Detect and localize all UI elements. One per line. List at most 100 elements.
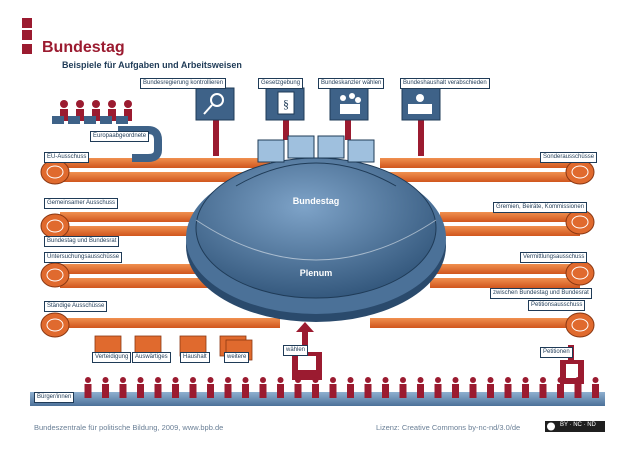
citizen-head: [330, 377, 336, 383]
task-arrows: [213, 118, 424, 156]
citizen-head: [522, 377, 529, 383]
left-committee-icon-rings: [46, 165, 64, 332]
committee-label-special: Sonderausschüsse: [540, 152, 598, 163]
center-label-plenum: Plenum: [299, 268, 333, 278]
citizens-label: Bürger/innen: [34, 392, 75, 403]
citizen-body: [137, 384, 144, 398]
ballot-box-icon: [292, 352, 322, 380]
citizen-head: [242, 377, 249, 383]
decor-square: [22, 18, 32, 28]
citizen-body: [469, 384, 477, 398]
citizen-body: [487, 384, 494, 398]
paragraph-document-icon: §: [277, 91, 295, 115]
citizen-head: [365, 377, 371, 383]
citizen-body: [452, 384, 459, 398]
page-title: Bundestag: [42, 39, 125, 56]
committee-label-joint: Gemeinsamer Ausschuss: [44, 198, 119, 209]
svg-text:§: §: [283, 97, 289, 111]
decor-square: [22, 44, 32, 54]
committee-label-standing: Ständige Ausschüsse: [44, 301, 108, 312]
committee-label-mediation: Vermittlungsausschuss: [520, 252, 588, 263]
citizen-body: [574, 384, 582, 398]
citizen-body: [102, 384, 109, 398]
citizen-body: [119, 384, 127, 398]
standing-budget: Haushalt: [180, 352, 210, 363]
citizen-head: [452, 377, 459, 383]
citizen-body: [277, 384, 284, 398]
citizen-figures: [84, 377, 599, 398]
citizen-arrows: [296, 322, 574, 375]
citizen-body: [399, 384, 407, 398]
europa-label: Europaabgeordnete: [90, 131, 150, 142]
citizen-body: [172, 384, 179, 398]
committee-label-bodies: Gremien, Beiräte, Kommissionen: [493, 202, 588, 213]
citizen-body: [329, 384, 337, 398]
citizen-head: [172, 377, 179, 383]
citizen-body: [207, 384, 214, 398]
committee-label-eu: EU-Ausschuss: [44, 152, 90, 163]
citizen-body: [364, 384, 372, 398]
standing-more: weitere: [224, 352, 250, 363]
citizen-head: [382, 377, 389, 383]
citizen-head: [417, 377, 424, 383]
citizen-head: [575, 377, 581, 383]
footer-credit: Bundeszentrale für politische Bildung, 2…: [34, 423, 224, 432]
citizen-body: [294, 384, 302, 398]
page-subtitle: Beispiele für Aufgaben und Arbeitsweisen: [62, 60, 242, 70]
citizen-body: [347, 384, 354, 398]
citizen-head: [102, 377, 109, 383]
committee-label-petitions: Petitionsausschuss: [528, 300, 586, 311]
citizen-body: [242, 384, 249, 398]
citizen-body: [312, 384, 319, 398]
citizen-head: [225, 377, 231, 383]
citizen-head: [347, 377, 354, 383]
committee-bars: [60, 158, 580, 328]
citizen-body: [259, 384, 267, 398]
cc-license-badge: [545, 421, 605, 432]
money-icon: [408, 94, 432, 114]
committee-label-joint-sub: Bundestag und Bundesrat: [44, 236, 120, 247]
committee-label-inquiry: Untersuchungsausschüsse: [44, 252, 123, 263]
decor-square: [22, 30, 32, 40]
citizen-head: [155, 377, 161, 383]
task-label-legislation: Gesetzgebung: [258, 78, 304, 89]
task-label-elect-chancellor: Bundeskanzler wählen: [318, 78, 385, 89]
citizen-head: [137, 377, 144, 383]
citizen-head: [85, 377, 91, 383]
action-petition-label: Petitionen: [540, 347, 573, 358]
action-vote-label: wählen: [283, 345, 309, 356]
citizen-head: [207, 377, 214, 383]
citizen-head: [540, 377, 546, 383]
europe-delegates: [52, 100, 162, 162]
standing-foreign: Auswärtiges: [132, 352, 171, 363]
task-label-budget: Bundeshaushalt verabschieden: [400, 78, 490, 89]
citizen-head: [435, 377, 441, 383]
citizen-body: [557, 384, 564, 398]
plenum-shape: [186, 135, 446, 322]
footer-license-badge: BY · NC · ND: [560, 422, 596, 428]
citizen-body: [504, 384, 512, 398]
citizen-head: [470, 377, 476, 383]
citizen-body: [417, 384, 424, 398]
citizen-body: [434, 384, 442, 398]
citizen-head: [487, 377, 494, 383]
ballot-people-icon: [340, 93, 361, 114]
citizen-body: [539, 384, 547, 398]
citizen-body: [154, 384, 162, 398]
committee-label-mediation-sub: zwischen Bundestag und Bundesrat: [490, 288, 592, 299]
citizen-body: [224, 384, 232, 398]
task-label-control-government: Bundesregierung kontrollieren: [140, 78, 227, 89]
citizen-head: [312, 377, 319, 383]
citizen-head: [120, 377, 126, 383]
citizen-head: [557, 377, 564, 383]
citizen-body: [592, 384, 599, 398]
citizen-head: [295, 377, 301, 383]
citizen-head: [505, 377, 511, 383]
standing-defense: Verteidigung: [92, 352, 132, 363]
citizen-body: [84, 384, 92, 398]
magnifier-icon: [203, 93, 224, 115]
citizen-body: [522, 384, 529, 398]
center-label-bundestag: Bundestag: [292, 196, 340, 206]
citizen-body: [382, 384, 389, 398]
